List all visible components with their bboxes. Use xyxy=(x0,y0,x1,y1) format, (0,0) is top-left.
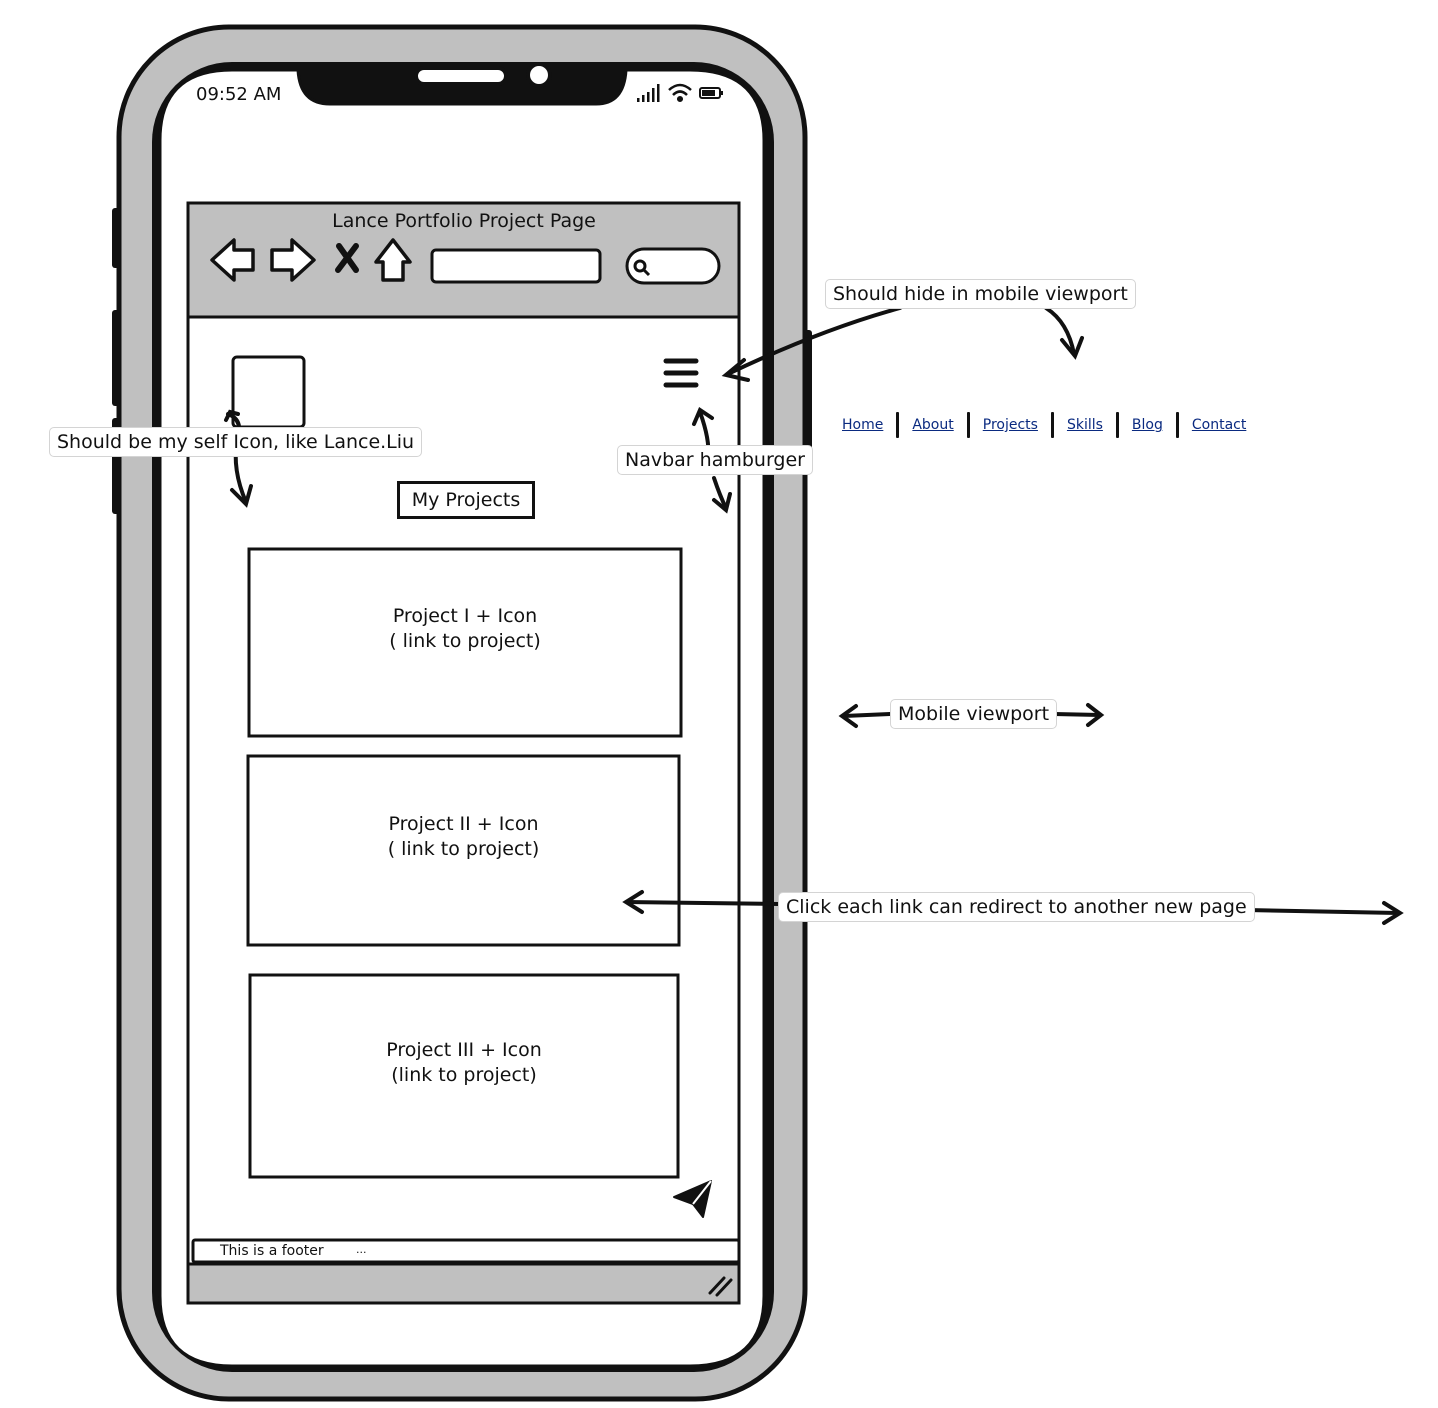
status-time: 09:52 AM xyxy=(196,84,282,105)
project-card-link[interactable]: (link to project) xyxy=(391,1064,537,1086)
search-field[interactable] xyxy=(625,247,721,285)
project-card-2-text[interactable]: Project II + Icon ( link to project) xyxy=(248,812,679,862)
nav-separator xyxy=(1115,412,1119,438)
footer-ellipsis: ... xyxy=(356,1243,367,1256)
battery-icon xyxy=(699,87,723,99)
nav-link-blog[interactable]: Blog xyxy=(1131,417,1163,433)
annotation-navbar-hamburger: Navbar hamburger xyxy=(617,445,813,475)
project-card-title: Project I + Icon xyxy=(392,605,538,627)
search-icon xyxy=(633,259,651,277)
browser-title: Lance Portfolio Project Page xyxy=(332,210,596,232)
project-card-2[interactable] xyxy=(246,754,681,947)
project-card-title: Project II + Icon xyxy=(388,813,539,835)
nav-separator xyxy=(966,412,970,438)
nav-link-about[interactable]: About xyxy=(912,417,954,433)
footer-bar xyxy=(191,1238,741,1264)
wifi-icon xyxy=(668,83,692,103)
nav-link-contact[interactable]: Contact xyxy=(1191,417,1247,433)
url-field[interactable] xyxy=(430,248,602,284)
nav-separator xyxy=(1050,412,1054,438)
project-card-3[interactable] xyxy=(248,973,680,1179)
desktop-nav: Home About Projects Skills Blog Contact xyxy=(842,410,1246,440)
close-icon[interactable] xyxy=(335,243,359,273)
project-card-link[interactable]: ( link to project) xyxy=(387,838,540,860)
nav-link-home[interactable]: Home xyxy=(842,417,884,433)
annotation-click-link: Click each link can redirect to another … xyxy=(778,892,1255,922)
forward-arrow-icon[interactable] xyxy=(270,238,316,282)
project-card-1[interactable] xyxy=(247,547,683,738)
annotation-arrow xyxy=(721,306,1084,382)
footer-text: This is a footer xyxy=(220,1243,324,1259)
nav-separator xyxy=(896,412,900,438)
signal-icon xyxy=(637,84,660,102)
annotation-hide-mobile: Should hide in mobile viewport xyxy=(825,279,1136,309)
annotation-mobile-viewport: Mobile viewport xyxy=(890,699,1058,729)
home-icon[interactable] xyxy=(374,238,412,282)
nav-link-skills[interactable]: Skills xyxy=(1066,417,1103,433)
section-title: My Projects xyxy=(397,481,535,519)
logo-placeholder[interactable] xyxy=(231,355,306,429)
project-card-link[interactable]: ( link to project) xyxy=(389,630,541,652)
back-arrow-icon[interactable] xyxy=(210,238,255,282)
nav-separator xyxy=(1175,412,1179,438)
annotation-self-icon: Should be my self Icon, like Lance.Liu xyxy=(49,427,423,457)
send-icon[interactable] xyxy=(673,1180,712,1218)
resize-handle-icon[interactable] xyxy=(708,1276,733,1297)
project-card-3-text[interactable]: Project III + Icon (link to project) xyxy=(250,1038,678,1088)
hamburger-menu-icon[interactable] xyxy=(663,358,699,388)
nav-link-projects[interactable]: Projects xyxy=(982,417,1038,433)
project-card-title: Project III + Icon xyxy=(386,1039,542,1061)
project-card-1-text[interactable]: Project I + Icon ( link to project) xyxy=(249,604,681,654)
